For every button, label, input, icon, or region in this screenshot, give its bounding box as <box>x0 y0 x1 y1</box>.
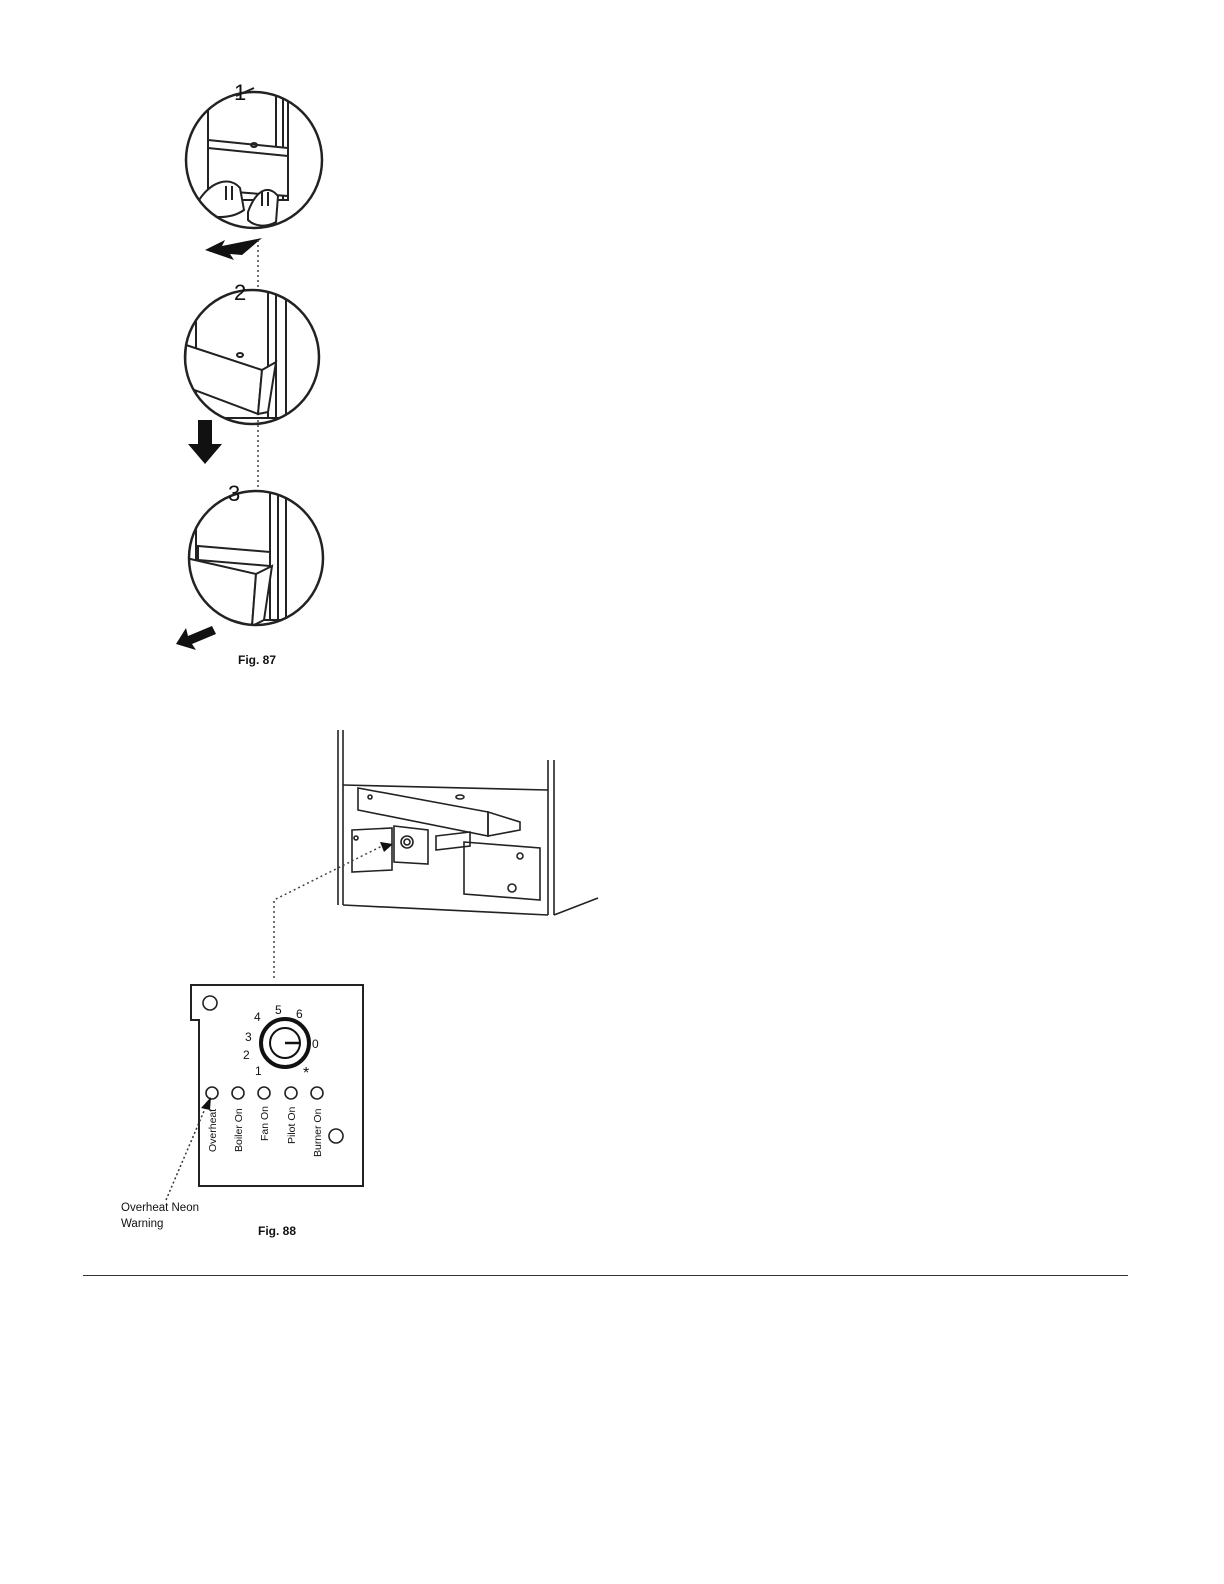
label-boiler-on: Boiler On <box>233 1108 245 1152</box>
fig87-step2: 2 <box>184 280 319 464</box>
step2-number: 2 <box>234 280 246 305</box>
dial-star: * <box>303 1065 309 1082</box>
label-overheat: Overheat <box>207 1109 219 1152</box>
dial-number-3: 3 <box>245 1030 252 1044</box>
callout-line2: Warning <box>121 1218 163 1230</box>
dial-number-0: 0 <box>312 1037 319 1051</box>
pull-arrow-icon <box>205 238 262 260</box>
down-arrow-icon <box>188 420 222 464</box>
step3-number: 3 <box>228 481 240 506</box>
dial-number-5: 5 <box>275 1003 282 1017</box>
fig87-caption: Fig. 87 <box>238 653 276 667</box>
fig88-caption: Fig. 88 <box>258 1224 296 1238</box>
page-divider <box>83 1275 1128 1276</box>
label-burner-on: Burner On <box>312 1108 324 1157</box>
pull-out-arrow-icon <box>176 626 216 650</box>
label-pilot-on: Pilot On <box>286 1106 298 1144</box>
dial-number-4: 4 <box>254 1010 261 1024</box>
pointer-arrow-icon <box>380 842 393 852</box>
dial-number-2: 2 <box>243 1048 250 1062</box>
label-fan-on: Fan On <box>259 1106 271 1141</box>
control-panel: 4 5 6 3 2 0 1 * Overheat Boiler On Fan O… <box>191 985 363 1186</box>
dial-number-6: 6 <box>296 1007 303 1021</box>
fig87-step1: 1 <box>186 80 322 260</box>
callout-line1: Overheat Neon <box>121 1202 199 1214</box>
boiler-underside-drawing <box>338 730 598 915</box>
dial-number-1: 1 <box>255 1064 262 1078</box>
step1-number: 1 <box>234 80 246 105</box>
fig87-step3: 3 <box>176 481 323 650</box>
